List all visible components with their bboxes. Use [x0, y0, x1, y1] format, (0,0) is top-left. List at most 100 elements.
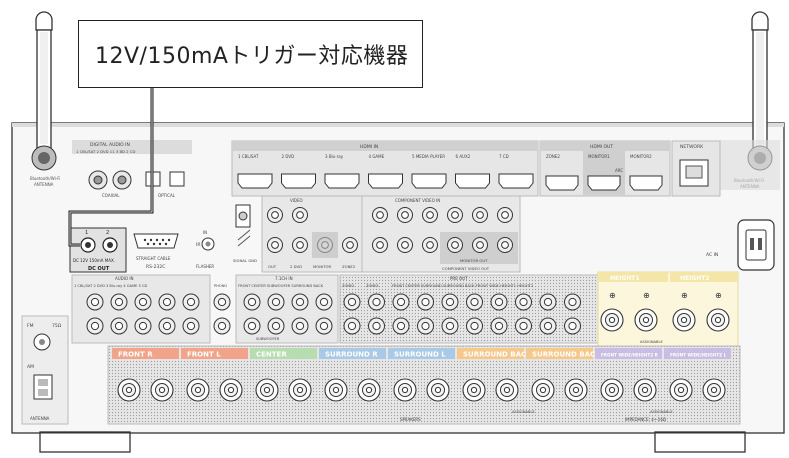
hdmi-out-port-label: MONITOR2: [630, 154, 652, 159]
rca-jack-center: [470, 321, 479, 331]
video-jacks: [267, 207, 513, 253]
rs232-port: [133, 233, 179, 249]
out-label-4: ZONE2: [342, 264, 356, 269]
hdmi-in-port: [237, 173, 273, 189]
speaker-terminal-hole: [227, 386, 235, 394]
component-video-out-label: COMPONENT VIDEO OUT: [442, 266, 490, 271]
speaker-terminal-hole: [125, 386, 133, 394]
digital-audio-sub: 1 CBL/SAT 2 DVD 11 3 BD 2 CD: [76, 149, 135, 154]
height1-label: HEIGHT1: [610, 275, 640, 282]
speaker-group-label: CENTER: [256, 351, 287, 359]
rca-jack-center: [347, 321, 357, 331]
hdmi-in-port: [455, 173, 490, 189]
rca-jack-center: [568, 321, 577, 331]
network-label: NETWORK: [680, 144, 704, 150]
rca-jack-center: [501, 211, 509, 219]
speaker-group-label: FRONT WIDE/HEIGHT2 L: [670, 353, 727, 358]
rca-jack-center: [426, 241, 434, 249]
hdmi-in-port-label: 4 GAME: [369, 154, 385, 159]
rca-jack-center: [138, 297, 148, 307]
hdmi-in-port-label: 2 DVD: [282, 154, 295, 159]
speaker-terminal-hole: [714, 316, 722, 324]
rca-jack-center: [426, 211, 434, 219]
rca-jack-center: [247, 297, 257, 307]
rca-jack-center: [217, 321, 227, 331]
rca-jack-center: [319, 297, 329, 307]
antenna-left-sublabel: ANTENNA: [34, 182, 54, 187]
rca-jack-center: [372, 321, 381, 331]
polarity-mark: ⊕: [609, 291, 616, 300]
speaker-terminal-hole: [194, 386, 202, 394]
rca-jack-center: [90, 321, 100, 331]
dc-out-trigger-panel: [69, 227, 127, 273]
seven-ch-channels: FRONT CENTER SUBWOOFER SURROUND BACK: [238, 284, 324, 288]
hdmi-in-port-label: 6 AUX2: [456, 154, 471, 159]
polarity-mark: ⊕: [643, 291, 650, 300]
out-label-3: MONITOR: [313, 264, 332, 269]
polarity-mark: ⊕: [715, 291, 722, 300]
am-terminal: [33, 374, 53, 400]
speaker-group-header: [388, 348, 455, 359]
speaker-group-label: SURROUND R: [325, 351, 378, 359]
rca-jack-center: [271, 297, 281, 307]
rca-jack-center: [271, 241, 279, 249]
speaker-group-header: [526, 348, 593, 359]
ac-in-label: AC IN: [706, 252, 718, 258]
speaker-group-header: [595, 348, 662, 359]
rca-jack-center: [271, 321, 281, 331]
speaker-terminal-hole: [401, 386, 409, 394]
speaker-group-header: [250, 348, 317, 359]
component-video-label: COMPONENT VIDEO IN: [395, 198, 440, 203]
rca-jack-center: [396, 321, 406, 331]
rca-jack-center: [396, 297, 406, 307]
rca-jack-center: [319, 321, 329, 331]
trigger-jacks: [80, 237, 118, 253]
coaxial-jacks: [88, 170, 132, 190]
hdmi-out-port: [587, 175, 621, 191]
rca-jack-center: [295, 297, 305, 307]
fm-label: FM: [27, 323, 34, 329]
rca-jack-center: [470, 297, 479, 307]
speaker-group-label: FRONT R: [118, 351, 153, 359]
rca-jack-center: [247, 321, 257, 331]
speaker-group-label: SURROUND BACK L: [532, 351, 608, 359]
foot-left: [39, 431, 131, 453]
speaker-terminal-hole: [365, 386, 373, 394]
receiver-top-edge: [12, 123, 784, 127]
phono-label: PHONO: [214, 284, 227, 288]
rca-jack-center: [543, 321, 553, 331]
callout-text: 12V/150mAトリガー対応機器: [95, 44, 409, 69]
arc-label: ARC: [615, 168, 623, 173]
rca-jack-center: [568, 297, 577, 307]
rca-jack-center: [494, 297, 504, 307]
rca-jack-center: [421, 297, 430, 307]
rca-jack-center: [543, 297, 553, 307]
fm-ohm-label: 75Ω: [52, 323, 62, 329]
signal-gnd-terminal: [235, 204, 251, 247]
rca-jack-center: [162, 297, 172, 307]
speaker-terminal-hole: [263, 386, 271, 394]
speaker-terminal-hole: [332, 386, 340, 394]
height-assignable-label: ASSIGNABLE: [640, 340, 663, 344]
speaker-group-header: [319, 348, 386, 359]
speaker-terminal-hole: [680, 316, 688, 324]
subwoofer-label: SUBWOOFER: [256, 337, 280, 341]
speaker-group-header: [664, 348, 731, 359]
polarity-mark: ⊕: [681, 291, 688, 300]
rca-jack-center: [445, 321, 455, 331]
monitor-out-label: MONITOR OUT: [460, 258, 488, 263]
rca-jack-center: [114, 321, 124, 331]
speaker-terminal-hole: [158, 386, 166, 394]
ir-in-label: IN: [203, 230, 207, 235]
rca-jack-center: [295, 321, 305, 331]
flasher-label: FLASHER: [196, 264, 214, 269]
height2-label: HEIGHT2: [680, 275, 710, 282]
hdmi-in-label: HDMI IN: [360, 144, 378, 150]
ir-label: IR: [196, 242, 200, 248]
rca-jack-center: [186, 297, 196, 307]
hdmi-in-port: [281, 173, 316, 189]
hdmi-in-port-label: 7 CD: [499, 154, 509, 159]
